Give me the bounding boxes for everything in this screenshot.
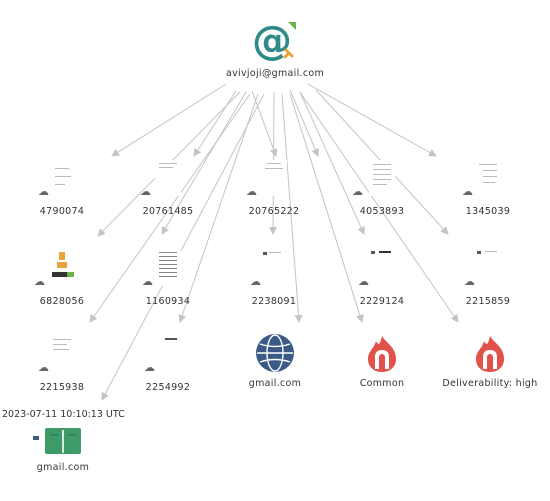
edge-line	[111, 83, 227, 157]
document-label: 2229124	[359, 296, 405, 307]
document-node[interactable]: ☁ 2254992	[138, 336, 198, 393]
book-label: gmail.com	[36, 462, 90, 473]
globe-icon	[256, 334, 294, 372]
tag-node-deliverability[interactable]: Deliverability: high	[440, 335, 540, 389]
tag-label: Common	[359, 378, 405, 389]
document-thumbnail	[155, 336, 181, 372]
document-label: 1345039	[465, 206, 511, 217]
cloud-icon: ☁	[34, 275, 45, 288]
document-thumbnail	[49, 250, 75, 286]
document-thumbnail	[49, 160, 75, 196]
document-node[interactable]: ☁ 2215859	[458, 250, 518, 307]
document-node[interactable]: ☁ 2215938	[32, 336, 92, 393]
document-label: 2254992	[145, 382, 191, 393]
document-label: 6828056	[39, 296, 85, 307]
document-thumbnail	[369, 160, 395, 196]
edge-line	[101, 93, 265, 401]
document-label: 4053893	[359, 206, 405, 217]
edge-line	[193, 90, 237, 157]
document-thumbnail	[155, 160, 181, 196]
document-label: 2238091	[251, 296, 297, 307]
flame-shield-icon	[368, 336, 396, 372]
edge-line	[299, 91, 459, 323]
document-node[interactable]: ☁ 4053893	[352, 160, 412, 217]
document-node[interactable]: ☁ 6828056	[32, 250, 92, 307]
cloud-icon: ☁	[140, 185, 151, 198]
edge-line	[289, 89, 319, 157]
document-label: 1160934	[145, 296, 191, 307]
edge-line	[161, 91, 247, 235]
cloud-icon: ☁	[142, 275, 153, 288]
tag-node-common[interactable]: Common	[347, 335, 417, 389]
document-thumbnail	[369, 250, 395, 286]
book-node[interactable]: gmail.com	[28, 426, 98, 473]
document-node[interactable]: ☁ 2238091	[244, 250, 304, 307]
cloud-icon: ☁	[144, 361, 155, 374]
cloud-icon: ☁	[246, 185, 257, 198]
document-label: 20765222	[248, 206, 300, 217]
edge-line	[251, 90, 278, 157]
cloud-icon: ☁	[250, 275, 261, 288]
document-thumbnail	[261, 160, 287, 196]
document-node[interactable]: ☁ 2229124	[352, 250, 412, 307]
document-thumbnail	[261, 250, 287, 286]
document-label: 2215859	[465, 296, 511, 307]
domain-label: gmail.com	[248, 378, 302, 389]
cloud-icon: ☁	[464, 275, 475, 288]
book-icon	[45, 428, 81, 454]
document-node[interactable]: ☁ 1160934	[138, 250, 198, 307]
document-thumbnail	[475, 160, 501, 196]
document-thumbnail	[475, 250, 501, 286]
edge-line	[281, 93, 303, 323]
book-badge	[33, 436, 39, 440]
document-thumbnail	[155, 250, 181, 286]
document-node[interactable]: ☁ 20765222	[244, 160, 304, 217]
document-label: 4790074	[39, 206, 85, 217]
document-label: 2215938	[39, 382, 85, 393]
tag-label: Deliverability: high	[442, 378, 538, 389]
cloud-icon: ☁	[358, 275, 369, 288]
timestamp-label: 2023-07-11 10:10:13 UTC	[2, 409, 125, 420]
domain-node[interactable]: gmail.com	[240, 333, 310, 389]
document-thumbnail	[49, 336, 75, 372]
at-sign-email-icon: @	[252, 20, 296, 64]
cloud-icon: ☁	[38, 361, 49, 374]
cloud-icon: ☁	[462, 185, 473, 198]
root-node[interactable]: @ avivjoji@gmail.com	[225, 20, 325, 79]
edge-line	[178, 93, 259, 323]
cloud-icon: ☁	[38, 185, 49, 198]
document-node[interactable]: ☁ 4790074	[32, 160, 92, 217]
cloud-icon: ☁	[352, 185, 363, 198]
document-node[interactable]: ☁ 1345039	[458, 160, 518, 217]
edge-line	[299, 91, 365, 235]
document-node[interactable]: ☁ 20761485	[138, 160, 198, 217]
edge-line	[289, 93, 364, 323]
edge-line	[307, 83, 437, 157]
flame-shield-icon	[476, 336, 504, 372]
edge-line	[89, 93, 251, 323]
document-label: 20761485	[142, 206, 194, 217]
root-label: avivjoji@gmail.com	[225, 68, 325, 79]
